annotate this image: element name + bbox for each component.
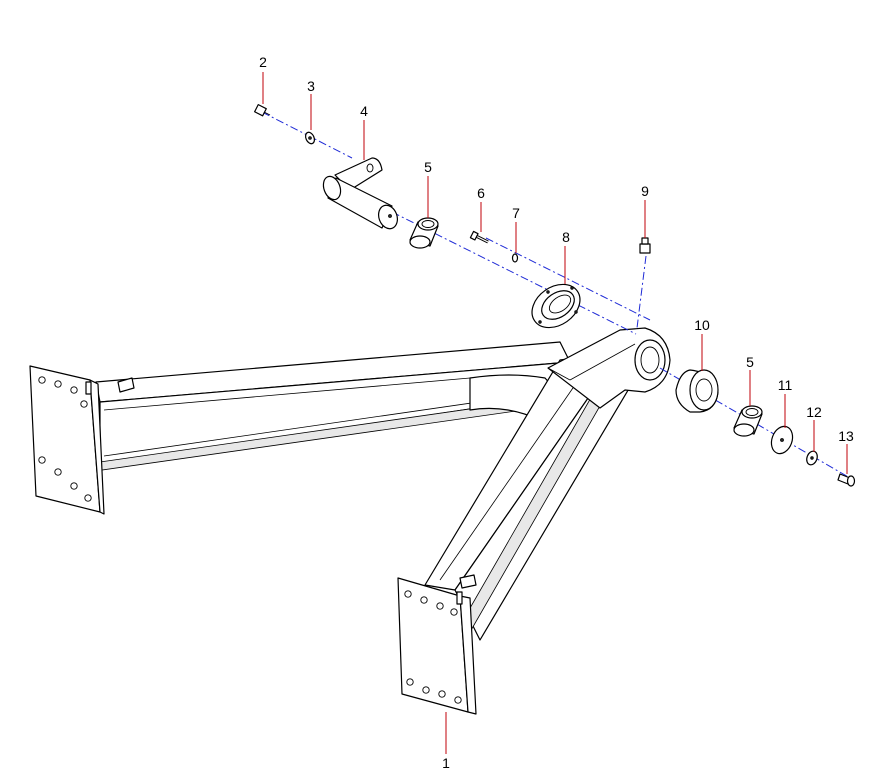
part-11-thrust-washer — [770, 425, 794, 455]
callout-10: 10 — [694, 317, 710, 333]
callout-5-upper: 5 — [424, 159, 432, 175]
part-6-bolt — [469, 230, 489, 244]
a-frame-weldment — [29, 327, 671, 715]
leader-lines — [262, 72, 848, 754]
part-12-washer — [806, 450, 818, 466]
part-5-bushing-upper — [409, 217, 439, 249]
callout-6: 6 — [477, 185, 485, 201]
callout-4: 4 — [360, 103, 368, 119]
part-10-bearing-sleeve — [675, 369, 719, 413]
part-3-washer — [304, 131, 316, 145]
part-8-flange-seal — [531, 283, 581, 329]
callout-7: 7 — [512, 205, 520, 221]
callout-13: 13 — [838, 428, 854, 444]
callout-12: 12 — [806, 404, 822, 420]
part-7-lock-washer — [511, 253, 519, 263]
part-2-screw — [254, 104, 271, 117]
callout-1: 1 — [442, 755, 450, 771]
callout-5-lower: 5 — [746, 354, 754, 370]
part-9-grease-fitting — [639, 237, 651, 254]
part-4-flanged-pin — [322, 157, 399, 230]
part-13-cap-screw — [837, 473, 856, 487]
callout-8: 8 — [562, 229, 570, 245]
callout-2: 2 — [259, 54, 267, 70]
callout-11: 11 — [778, 377, 793, 393]
callout-9: 9 — [641, 183, 649, 199]
part-5-bushing-lower — [733, 405, 763, 437]
callout-labels: 2 3 4 5 6 7 8 9 10 5 11 12 13 1 — [259, 54, 854, 771]
callout-3: 3 — [307, 78, 315, 94]
